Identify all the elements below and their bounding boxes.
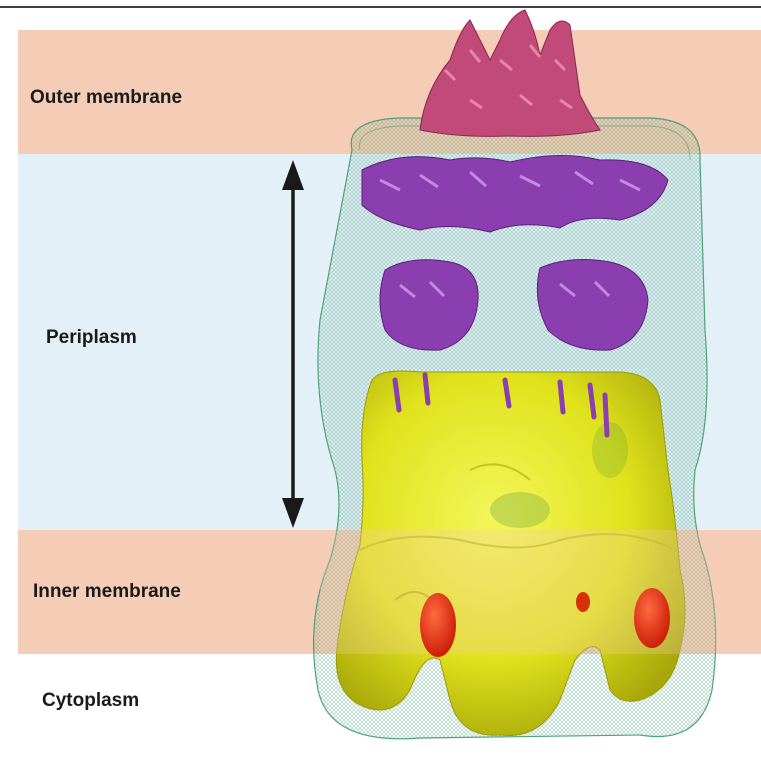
red-subunit-small bbox=[576, 592, 590, 612]
outer-membrane-protein bbox=[420, 10, 600, 136]
inner-membrane-label: Inner membrane bbox=[33, 581, 181, 603]
red-subunit-left bbox=[420, 593, 456, 657]
cytoplasm-label: Cytoplasm bbox=[42, 690, 139, 712]
outer-membrane-label: Outer membrane bbox=[30, 87, 182, 109]
periplasm-label: Periplasm bbox=[46, 327, 137, 349]
red-subunit-right bbox=[634, 588, 670, 648]
